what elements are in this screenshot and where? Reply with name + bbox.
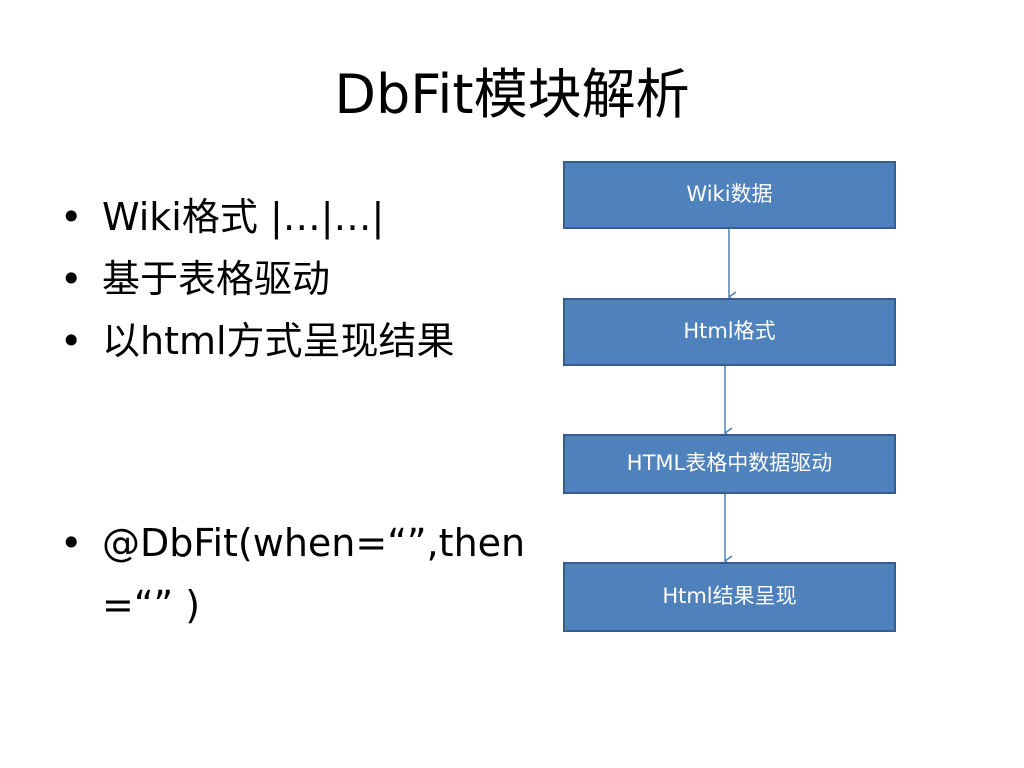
- bullet-text: 基于表格驱动: [102, 257, 331, 301]
- slide-title: DbFit模块解析: [334, 63, 690, 126]
- flow-step-label: HTML表格中数据驱动: [626, 451, 833, 475]
- flow-step-label: Wiki数据: [686, 182, 773, 206]
- flow-step-table-driven: HTML表格中数据驱动: [563, 434, 896, 494]
- bullet-dot: •: [60, 257, 83, 301]
- bullet-item: • 以html方式呈现结果: [58, 310, 578, 372]
- bullet-text: @DbFit(when=“”,then=“” ): [102, 521, 526, 627]
- flow-step-label: Html结果呈现: [662, 584, 797, 608]
- flow-step-html-result: Html结果呈现: [563, 562, 896, 632]
- flow-step-wiki-data: Wiki数据: [563, 161, 896, 229]
- flow-step-html-format: Html格式: [563, 298, 896, 366]
- bullet-text: 以html方式呈现结果: [102, 319, 455, 363]
- bullet-item: • Wiki格式 |…|…|: [58, 186, 578, 248]
- bullet-item: • 基于表格驱动: [58, 248, 578, 310]
- bullet-dot: •: [60, 521, 83, 565]
- bullet-dot: •: [60, 195, 83, 239]
- flow-step-label: Html格式: [683, 319, 776, 343]
- bullet-text: Wiki格式 |…|…|: [102, 195, 385, 239]
- bullet-item: • @DbFit(when=“”,then=“” ): [58, 512, 582, 636]
- bullet-dot: •: [60, 319, 83, 363]
- bullet-list: • Wiki格式 |…|…| • 基于表格驱动 • 以html方式呈现结果 • …: [58, 186, 578, 636]
